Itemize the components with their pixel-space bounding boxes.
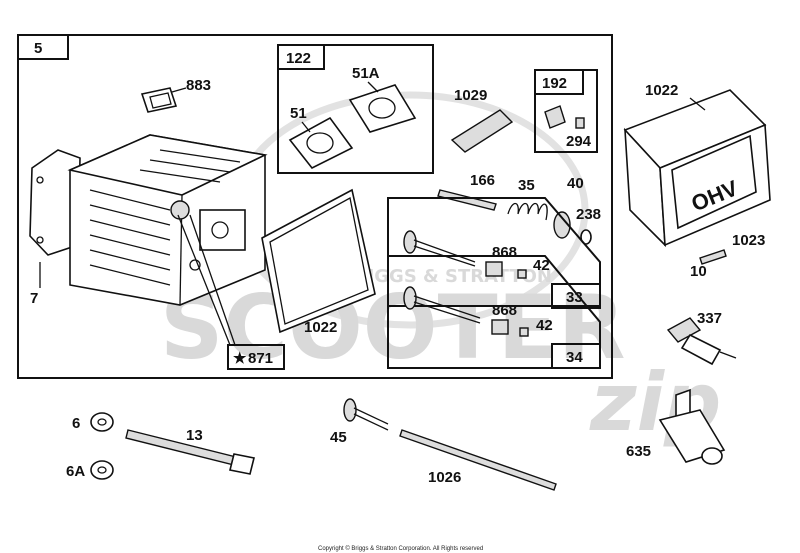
seal-868-b <box>491 319 509 335</box>
label-42-b: 42 <box>536 317 553 334</box>
label-35: 35 <box>518 177 535 194</box>
label-33: 33 <box>566 289 583 306</box>
copyright: Copyright © Briggs & Stratton Corporatio… <box>318 545 483 552</box>
bolt-13-head <box>229 453 255 475</box>
label-13: 13 <box>186 427 203 444</box>
label-6a: 6A <box>66 463 85 480</box>
washer-40 <box>553 211 571 239</box>
spark-plug-337 <box>666 317 737 366</box>
leader-883 <box>171 87 187 93</box>
keeper-42-a <box>517 269 527 279</box>
valve-34-head <box>403 286 417 310</box>
part-1029 <box>450 109 514 153</box>
leader-871 <box>177 214 236 346</box>
valve-cover: OHV <box>623 89 771 248</box>
label-34: 34 <box>566 349 583 366</box>
label-1023: 1023 <box>732 232 765 249</box>
screw-10 <box>699 249 727 265</box>
valve-33-tag <box>551 283 601 309</box>
label-42-a: 42 <box>533 257 550 274</box>
washer-6 <box>90 412 114 432</box>
kit-192-tag <box>534 69 584 95</box>
label-122: 122 <box>286 50 311 67</box>
rocker-45 <box>343 398 357 422</box>
label-1026: 1026 <box>428 469 461 486</box>
main-frame <box>17 34 613 379</box>
label-635: 635 <box>626 443 651 460</box>
label-51a: 51A <box>352 65 380 82</box>
gasket-51a <box>348 84 417 133</box>
gasket-883 <box>140 87 178 113</box>
cylinder-head <box>29 134 268 306</box>
valve-34-tag <box>551 343 601 369</box>
label-883: 883 <box>186 77 211 94</box>
keeper-42-b <box>519 327 529 337</box>
head-gasket-1022 <box>261 188 376 334</box>
main-frame-tag <box>17 34 69 60</box>
spring-35 <box>507 202 548 221</box>
label-868-b: 868 <box>492 302 517 319</box>
gasket-51 <box>288 116 354 170</box>
label-166: 166 <box>470 172 495 189</box>
cap-238 <box>580 229 592 245</box>
watermark-brand: SCOOTER <box>160 276 625 379</box>
valve-33-head <box>403 230 417 254</box>
fitting-small <box>575 117 585 129</box>
label-6: 6 <box>72 415 80 432</box>
label-40: 40 <box>567 175 584 192</box>
main-frame-number: 5 <box>34 40 42 57</box>
kit-122-frame <box>277 44 434 174</box>
label-294: 294 <box>566 133 592 150</box>
label-10: 10 <box>690 263 707 280</box>
label-7: 7 <box>30 290 38 307</box>
valve-33-stem <box>413 239 476 267</box>
valve-34-stem <box>413 295 481 324</box>
watermark: BRIGGS & STRATTON SCOOTER zip <box>160 91 721 449</box>
fitting-635 <box>658 388 726 465</box>
pushrod-1026 <box>399 429 557 491</box>
label-868-a: 868 <box>492 244 517 261</box>
washer-6a <box>90 460 114 480</box>
label-51: 51 <box>290 105 307 122</box>
label-238: 238 <box>576 206 601 223</box>
fitting <box>544 105 566 129</box>
stud-166 <box>437 189 497 211</box>
label-871: 871 <box>248 350 273 367</box>
label-45: 45 <box>330 429 347 446</box>
seal-868-a <box>485 261 503 277</box>
label-192: 192 <box>542 75 567 92</box>
star-symbol: ★ <box>233 350 247 367</box>
label-1029: 1029 <box>454 87 487 104</box>
label-337: 337 <box>697 310 722 327</box>
kit-122-tag <box>277 44 325 70</box>
bolt-13 <box>125 429 241 467</box>
label-1022-top: 1022 <box>645 82 678 99</box>
label-1022-gasket: 1022 <box>304 319 337 336</box>
short-block-tag <box>227 344 285 370</box>
